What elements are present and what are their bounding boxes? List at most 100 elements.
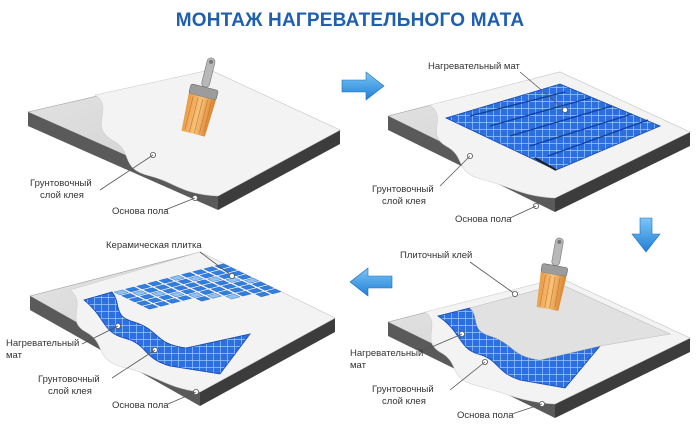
ceramic-tile [206, 293, 222, 299]
mat-label: Нагревательный мат [6, 338, 82, 361]
primer-leader-line [111, 349, 156, 379]
ceramic-tile [240, 284, 256, 290]
base-leader-line [167, 391, 197, 405]
ceramic-tile [180, 288, 196, 295]
ceramic-tile [236, 274, 252, 280]
base-label: Основа пола [455, 214, 512, 225]
ceramic-tile [165, 281, 182, 288]
ceramic-tile [247, 288, 263, 294]
ceramic-tile [173, 285, 189, 291]
paint-brush-icon [181, 57, 219, 137]
ceramic-tile [191, 285, 208, 292]
heating-mat [83, 291, 251, 375]
ceramic-tile [232, 280, 249, 287]
ceramic-tile [165, 298, 181, 304]
ceramic-tile [169, 275, 185, 281]
ceramic-tile [150, 291, 167, 297]
ceramic-tile [158, 278, 174, 284]
step-4-ceramic-tile: Керамическая плитка Нагревательный мат Г… [6, 240, 336, 411]
mat-label: Нагревательный мат [350, 348, 426, 371]
mat-leader-line [519, 71, 566, 111]
base-leader-line [511, 403, 543, 415]
heating-mat [444, 83, 662, 171]
mat-leader-line [81, 325, 119, 345]
heating-cable [469, 91, 649, 157]
ceramic-tile [128, 296, 144, 303]
primer-label: Грунтовочный слой клея [30, 178, 94, 201]
ceramic-tile [199, 289, 215, 295]
ceramic-tile [192, 269, 208, 275]
ceramic-tile [195, 279, 211, 285]
primer-layer [94, 69, 341, 197]
ceramic-tile [136, 283, 152, 290]
ceramic-tile-grid [113, 263, 282, 310]
step-1-primer: Грунтовочный слой клея Основа пола [27, 57, 341, 217]
ceramic-tile [236, 290, 252, 297]
ceramic-tile [225, 293, 241, 300]
primer-label: Грунтовочный слой клея [372, 384, 436, 407]
ceramic-tile [258, 285, 275, 291]
tile-adhesive-callout-dot [512, 290, 519, 297]
arrow-right-icon [341, 71, 385, 101]
ceramic-tile [135, 300, 152, 306]
ceramic-tile [162, 288, 178, 294]
ceramic-tile [217, 290, 234, 296]
ceramic-tile [221, 283, 237, 290]
arrow-left-icon [349, 267, 393, 297]
ceramic-tile [124, 286, 141, 293]
mat-power-lead [534, 157, 557, 171]
ceramic-tile [177, 278, 193, 285]
ceramic-tile [132, 290, 148, 296]
step-3-tile-adhesive: Плиточный клей Нагревательный мат Грунто… [350, 237, 691, 421]
ceramic-tile [188, 275, 204, 282]
ceramic-tile [199, 272, 215, 279]
tile-label: Керамическая плитка [106, 240, 202, 251]
ceramic-tile [244, 277, 260, 284]
ceramic-tile [203, 266, 219, 272]
primer-leader-line [99, 154, 154, 191]
step-2-heating-mat: Нагревательный мат Грунтовочный слой кле… [372, 61, 691, 225]
ceramic-tile [195, 296, 211, 302]
mat-label: Нагревательный мат [428, 61, 521, 72]
ceramic-tile [188, 292, 204, 298]
ceramic-tile [147, 297, 163, 303]
ceramic-tile [143, 287, 159, 293]
ceramic-tile [214, 263, 230, 269]
primer-leader-line [439, 155, 471, 187]
ceramic-tile [251, 281, 267, 287]
ceramic-tile [206, 276, 223, 282]
base-label: Основа пола [457, 410, 514, 421]
paint-brush-icon [536, 237, 568, 311]
primer-leader-line [449, 361, 486, 391]
base-label: Основа пола [112, 400, 169, 411]
ceramic-tile [158, 294, 174, 301]
base-label: Основа пола [112, 206, 169, 217]
tile-adhesive-label: Плиточный клей [400, 250, 472, 261]
page-title: МОНТАЖ НАГРЕВАТЕЛЬНОГО МАТА [175, 10, 525, 31]
tile-callout-dot [228, 272, 235, 279]
primer-label: Грунтовочный слой клея [38, 374, 102, 397]
ceramic-tile [266, 288, 282, 295]
ceramic-tile [176, 295, 193, 301]
tile-adhesive-layer [469, 283, 672, 361]
primer-label: Грунтовочный слой клея [372, 184, 436, 207]
ceramic-tile [113, 289, 129, 296]
tile-leader-line [199, 251, 233, 277]
ceramic-tile [147, 280, 163, 287]
mat-leader-line [419, 333, 463, 353]
mat-callout-dot [562, 107, 569, 114]
ceramic-tile [203, 283, 219, 289]
base-leader-line [509, 205, 537, 219]
arrow-down-icon [631, 217, 661, 253]
ceramic-tile [154, 284, 170, 290]
tile-adhesive-leader-line [469, 261, 516, 295]
ceramic-tile [214, 280, 230, 286]
ceramic-tile [121, 293, 137, 299]
ceramic-tile [180, 272, 197, 278]
ceramic-tile [255, 291, 271, 298]
base-leader-line [164, 197, 196, 211]
ceramic-tile [210, 270, 226, 276]
ceramic-tile [143, 304, 159, 310]
ceramic-tile [229, 287, 245, 293]
